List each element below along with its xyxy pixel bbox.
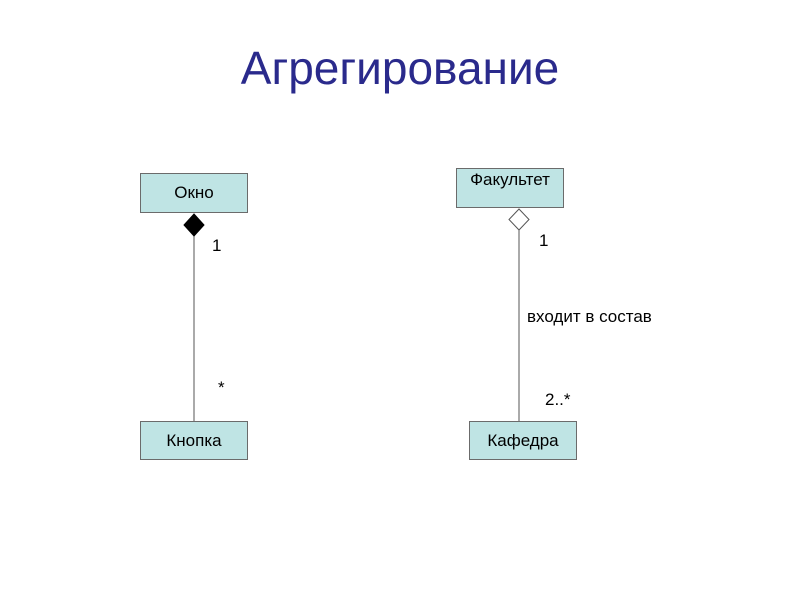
class-box-okno: Окно: [140, 173, 248, 213]
association-label: входит в состав: [527, 307, 652, 326]
multiplicity-fakultet: 1: [539, 231, 549, 250]
class-name-knopka: Кнопка: [166, 431, 222, 450]
slide-title: Агрегирование: [240, 42, 560, 94]
class-name-okno: Окно: [174, 183, 214, 202]
hollow-diamond-icon: [508, 208, 530, 231]
multiplicity-kafedra: 2..*: [545, 390, 571, 409]
class-name-kafedra: Кафедра: [487, 431, 559, 450]
class-box-fakultet: Факультет: [456, 168, 564, 208]
class-name-fakultet: Факультет: [470, 170, 550, 189]
multiplicity-knopka: *: [218, 378, 225, 397]
class-box-kafedra: Кафедра: [469, 421, 577, 460]
filled-diamond-icon: [183, 213, 205, 237]
multiplicity-okno: 1: [212, 236, 222, 255]
class-box-knopka: Кнопка: [140, 421, 248, 460]
